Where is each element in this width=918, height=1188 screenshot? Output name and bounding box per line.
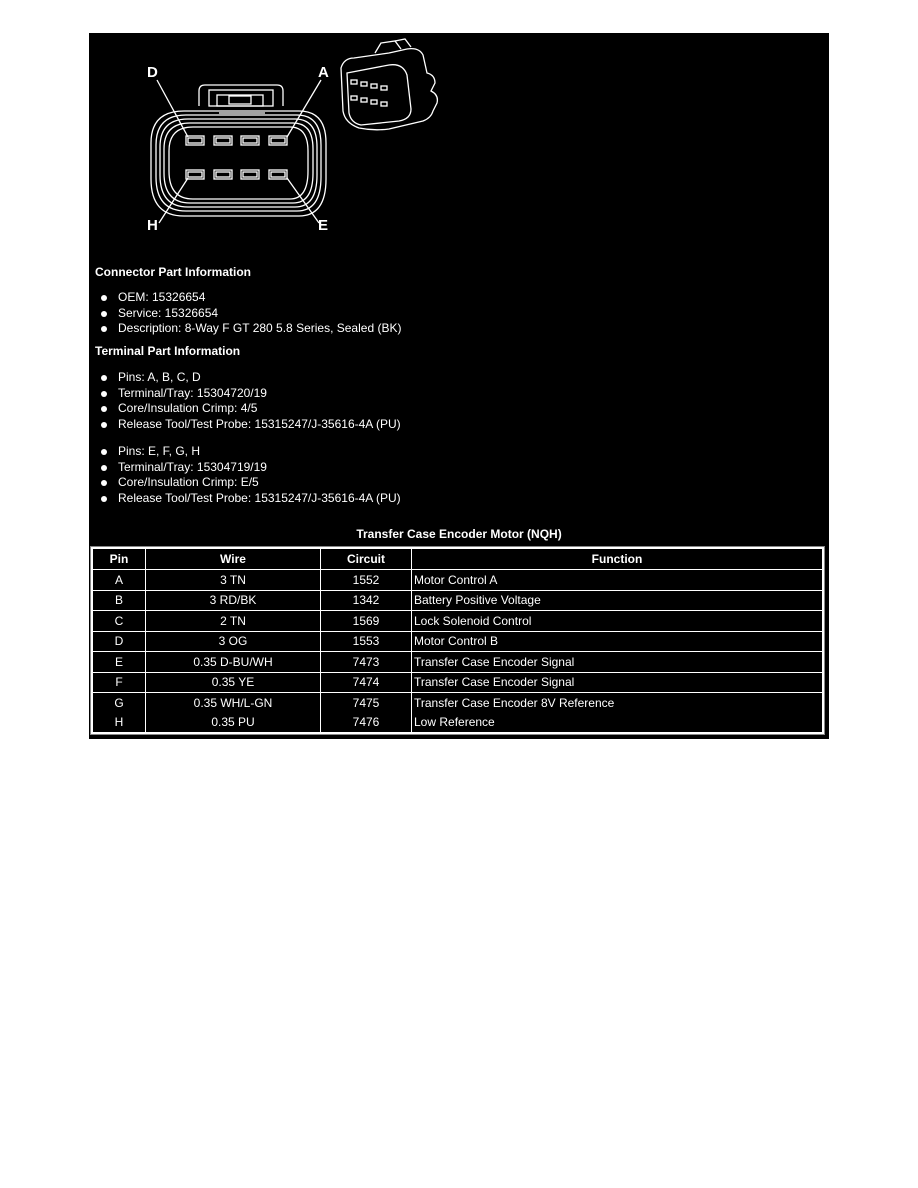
pin-label-e: E: [318, 217, 329, 234]
connector-face-icon: [150, 38, 439, 224]
cell-wire: 0.35 WH/L-GN: [145, 692, 321, 713]
terminal-group-2-list: Pins: E, F, G, H Terminal/Tray: 15304719…: [99, 444, 401, 507]
pin-label-h: H: [147, 217, 158, 234]
terminal-part-info-title: Terminal Part Information: [95, 344, 241, 358]
cell-circuit: 1552: [320, 569, 412, 591]
list-item: Terminal/Tray: 15304719/19: [99, 460, 401, 476]
terminal-group-1-list: Pins: A, B, C, D Terminal/Tray: 15304720…: [99, 370, 401, 433]
cell-wire: 3 TN: [145, 569, 321, 591]
cell-function: Transfer Case Encoder 8V Reference: [411, 692, 824, 713]
table-header-row: Pin Wire Circuit Function: [91, 547, 824, 570]
table-row: D 3 OG 1553 Motor Control B: [91, 630, 824, 652]
connector-part-info-title: Connector Part Information: [95, 265, 252, 279]
cell-circuit: 1342: [320, 589, 412, 611]
list-item: Release Tool/Test Probe: 15315247/J-3561…: [99, 417, 401, 433]
cell-wire: 3 RD/BK: [145, 589, 321, 611]
cell-circuit: 7475: [320, 692, 412, 713]
header-circuit: Circuit: [320, 547, 412, 570]
cell-wire: 0.35 D-BU/WH: [145, 651, 321, 673]
cell-wire: 0.35 PU: [145, 712, 321, 734]
list-item: Description: 8-Way F GT 280 5.8 Series, …: [99, 321, 401, 337]
cell-function: Lock Solenoid Control: [411, 610, 824, 632]
cell-pin: C: [91, 610, 146, 632]
table-row: A 3 TN 1552 Motor Control A: [91, 569, 824, 591]
list-item: Pins: E, F, G, H: [99, 444, 401, 460]
list-item: Terminal/Tray: 15304720/19: [99, 386, 401, 402]
table-row: G 0.35 WH/L-GN 7475 Transfer Case Encode…: [91, 692, 824, 713]
cell-wire: 3 OG: [145, 630, 321, 652]
header-function: Function: [411, 547, 824, 570]
list-item: Pins: A, B, C, D: [99, 370, 401, 386]
header-wire: Wire: [145, 547, 321, 570]
cell-function: Motor Control A: [411, 569, 824, 591]
cell-function: Transfer Case Encoder Signal: [411, 671, 824, 693]
cell-pin: B: [91, 589, 146, 611]
cell-circuit: 7476: [320, 712, 412, 734]
connector-diagram: D A H E: [89, 33, 469, 253]
table-row: E 0.35 D-BU/WH 7473 Transfer Case Encode…: [91, 651, 824, 673]
cell-circuit: 1569: [320, 610, 412, 632]
cell-function: Transfer Case Encoder Signal: [411, 651, 824, 673]
pin-table-title: Transfer Case Encoder Motor (NQH): [356, 527, 562, 541]
list-item: Release Tool/Test Probe: 15315247/J-3561…: [99, 491, 401, 507]
cell-pin: E: [91, 651, 146, 673]
cell-circuit: 7474: [320, 671, 412, 693]
list-item: Service: 15326654: [99, 306, 401, 322]
cell-pin: A: [91, 569, 146, 591]
pin-label-d: D: [147, 64, 158, 81]
cell-pin: H: [91, 712, 146, 734]
table-row: F 0.35 YE 7474 Transfer Case Encoder Sig…: [91, 671, 824, 693]
table-row: B 3 RD/BK 1342 Battery Positive Voltage: [91, 589, 824, 611]
pin-table: Pin Wire Circuit Function A 3 TN 1552 Mo…: [90, 546, 825, 735]
list-item: Core/Insulation Crimp: E/5: [99, 475, 401, 491]
cell-wire: 0.35 YE: [145, 671, 321, 693]
cell-function: Battery Positive Voltage: [411, 589, 824, 611]
cell-circuit: 7473: [320, 651, 412, 673]
list-item: OEM: 15326654: [99, 290, 401, 306]
cell-pin: G: [91, 692, 146, 713]
table-row: C 2 TN 1569 Lock Solenoid Control: [91, 610, 824, 632]
cell-circuit: 1553: [320, 630, 412, 652]
connector-info-panel: D A H E Connector Part Information OEM: …: [89, 33, 829, 739]
cell-wire: 2 TN: [145, 610, 321, 632]
cell-pin: D: [91, 630, 146, 652]
cell-pin: F: [91, 671, 146, 693]
list-item: Core/Insulation Crimp: 4/5: [99, 401, 401, 417]
cell-function: Motor Control B: [411, 630, 824, 652]
table-row: H 0.35 PU 7476 Low Reference: [91, 712, 824, 734]
header-pin: Pin: [91, 547, 146, 570]
pin-label-a: A: [318, 64, 329, 81]
connector-part-info-list: OEM: 15326654 Service: 15326654 Descript…: [99, 290, 401, 337]
cell-function: Low Reference: [411, 712, 824, 734]
